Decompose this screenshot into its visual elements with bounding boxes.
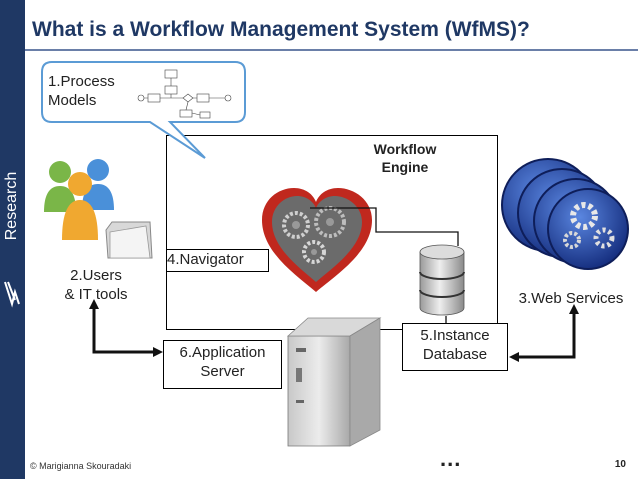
navigator-label: 4.Navigator (166, 249, 269, 272)
heart-gears-icon (262, 188, 372, 292)
brand-sidebar: Research (0, 0, 25, 479)
users-icon (44, 159, 114, 240)
process-model-thumbnail-icon (137, 69, 232, 119)
title-divider (25, 49, 638, 51)
copyright-footer: © Marigianna Skouradaki (30, 461, 132, 471)
page-number: 10 (614, 459, 626, 470)
users-server-arrow (89, 299, 163, 357)
web-services-label: 3.Web Services (518, 290, 624, 307)
continuation-ellipsis: ... (440, 446, 462, 471)
brand-logo-icon (4, 281, 20, 308)
slide-title: What is a Workflow Management System (Wf… (32, 18, 530, 41)
users-label: 2.Users & IT tools (64, 267, 128, 303)
database-webservices-arrow (509, 304, 579, 362)
folder-icon (105, 221, 153, 259)
process-models-callout (41, 61, 246, 159)
instance-database-label: 5.Instance Database (402, 323, 508, 371)
process-models-label: 1.Process Models (48, 73, 115, 109)
application-server-label: 6.Application Server (163, 340, 282, 389)
server-icon (286, 317, 382, 447)
database-icon (419, 244, 465, 316)
workflow-engine-label: Workflow Engine (373, 141, 437, 175)
web-services-globes-icon (501, 158, 629, 270)
